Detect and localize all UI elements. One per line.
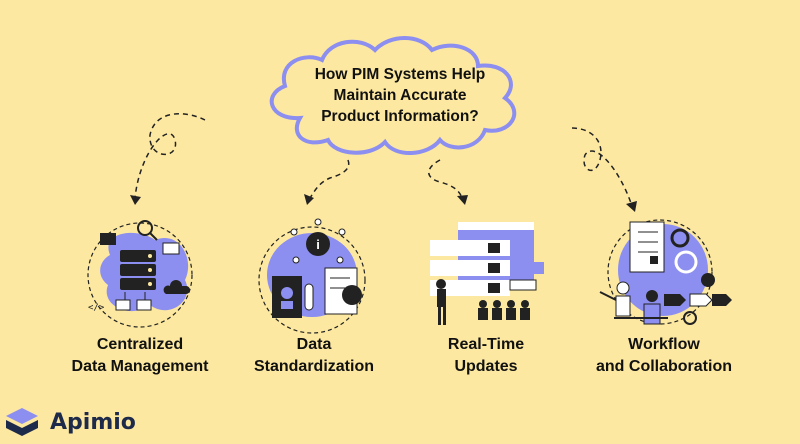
title-line-1: How PIM Systems Help bbox=[314, 66, 486, 83]
feature-caption-realtime: Real-Time Updates bbox=[386, 334, 586, 378]
caption-line: Standardization bbox=[253, 358, 374, 375]
arrowheads bbox=[130, 194, 637, 212]
caption-line: Data bbox=[296, 336, 332, 353]
realtime-dashboard-icon bbox=[430, 222, 544, 325]
title-line-3: Product Information? bbox=[321, 108, 479, 125]
standardization-icon: i bbox=[258, 218, 366, 334]
caption-line: Centralized bbox=[96, 336, 184, 353]
title-line-2: Maintain Accurate bbox=[333, 87, 467, 104]
page-title: How PIM Systems Help Maintain Accurate P… bbox=[295, 64, 505, 127]
feature-caption-centralized: Centralized Data Management bbox=[40, 334, 240, 378]
feature-caption-workflow: Workflow and Collaboration bbox=[564, 334, 764, 378]
workflow-icon bbox=[599, 219, 732, 325]
brand-logo: Apimio bbox=[6, 405, 136, 439]
brand-name: Apimio bbox=[50, 409, 136, 435]
apimio-logo-icon bbox=[6, 408, 38, 436]
feature-caption-standardization: Data Standardization bbox=[214, 334, 414, 378]
caption-line: Workflow bbox=[628, 336, 700, 353]
dashed-arrows bbox=[134, 113, 633, 207]
cloud-shape bbox=[269, 36, 517, 156]
caption-line: and Collaboration bbox=[596, 358, 732, 375]
svg-text:i: i bbox=[316, 237, 320, 252]
caption-line: Data Management bbox=[71, 358, 209, 375]
caption-line: Updates bbox=[454, 358, 518, 375]
database-network-icon: </> bbox=[87, 220, 193, 328]
svg-text:</>: </> bbox=[88, 303, 105, 313]
caption-line: Real-Time bbox=[447, 336, 525, 353]
